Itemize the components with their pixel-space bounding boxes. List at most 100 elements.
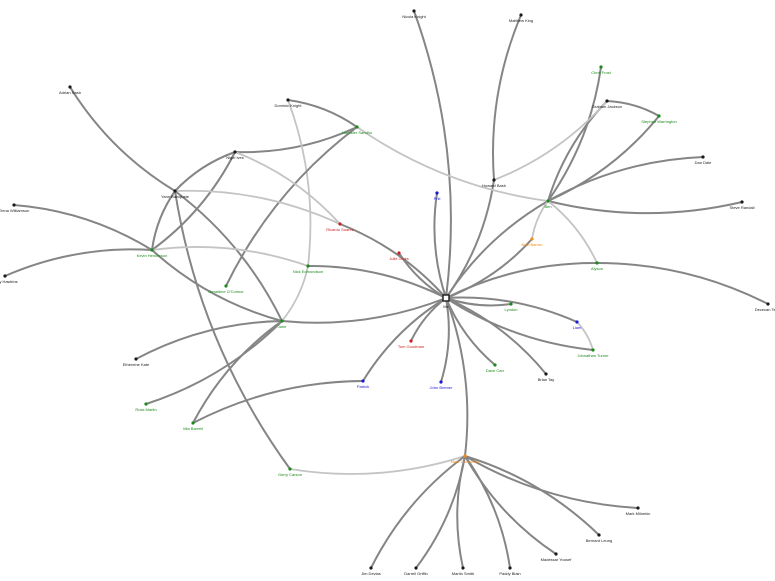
node-dot[interactable] [463, 454, 467, 458]
node-dot[interactable] [766, 302, 770, 306]
node-dot[interactable] [544, 372, 548, 376]
node-dot[interactable] [306, 264, 310, 268]
node-jim[interactable]: Jim Devlas [361, 566, 381, 576]
node-label: Nicola Knight [402, 14, 426, 19]
node-patrick[interactable]: Patrick [357, 379, 369, 389]
node-dot[interactable] [740, 200, 744, 204]
node-dot[interactable] [591, 348, 595, 352]
node-jane[interactable]: Jane [278, 319, 287, 329]
node-graham[interactable]: Graham Jackson [592, 99, 622, 109]
node-bernard[interactable]: Bernard Leung [586, 533, 612, 543]
node-dot[interactable] [509, 302, 513, 306]
node-brian[interactable]: Brian Tay [538, 372, 555, 382]
node-nick[interactable]: Nick Edmondson [293, 264, 323, 274]
node-dot[interactable] [605, 99, 609, 103]
node-steve[interactable]: Steve Randall [730, 200, 755, 210]
node-johnathan[interactable]: Johnathan Turner [577, 348, 609, 358]
node-dot[interactable] [191, 421, 195, 425]
node-julie[interactable]: Julie Jacks [389, 251, 409, 261]
node-dot[interactable] [657, 114, 661, 118]
edge-me-ben [445, 200, 549, 299]
node-dot[interactable] [144, 402, 148, 406]
node-dot[interactable] [508, 566, 512, 570]
node-martin[interactable]: Martin Smith [452, 566, 474, 576]
node-dot[interactable] [461, 566, 465, 570]
edge-ben-niall [531, 200, 549, 240]
node-dot[interactable] [288, 467, 292, 471]
node-square-marker[interactable] [442, 294, 450, 302]
node-dot[interactable] [599, 65, 603, 69]
node-mark2[interactable]: Mark Milnekin [626, 506, 651, 516]
node-niall[interactable]: Niall Barron [522, 237, 543, 247]
node-dot[interactable] [361, 379, 365, 383]
node-dot[interactable] [68, 85, 72, 89]
node-dot[interactable] [595, 261, 599, 265]
node-dot[interactable] [355, 125, 359, 129]
node-dot[interactable] [280, 319, 284, 323]
node-ben[interactable]: Ben [544, 199, 552, 209]
node-dot[interactable] [224, 284, 228, 288]
node-lyndon[interactable]: Lyndon [505, 302, 518, 312]
node-dot[interactable] [530, 237, 534, 241]
node-dot[interactable] [414, 566, 418, 570]
node-geraldine[interactable]: Geraldine O'Connor [208, 284, 244, 294]
node-herinder[interactable]: Harinder Sandhu [342, 125, 372, 135]
node-dot[interactable] [636, 506, 640, 510]
node-dot[interactable] [412, 9, 416, 13]
node-paddy[interactable]: Paddy Blain [499, 566, 521, 576]
node-dot[interactable] [369, 566, 373, 570]
node-dot[interactable] [493, 363, 497, 367]
node-dot[interactable] [173, 189, 177, 193]
node-kevin[interactable]: Kevin Henderson [137, 248, 168, 258]
node-ethereine[interactable]: Ethereine Kate [123, 357, 150, 367]
node-andy[interactable]: Andy Hawkins [0, 274, 18, 284]
node-john[interactable]: John Bremer [430, 380, 454, 390]
node-dot[interactable] [286, 98, 290, 102]
node-dot[interactable] [233, 150, 237, 154]
node-tom[interactable]: Tom Goodman [398, 339, 424, 349]
node-adrian[interactable]: Adrian Nash [59, 85, 81, 95]
node-dot[interactable] [597, 533, 601, 537]
edge-mark-madessar [464, 455, 557, 555]
node-dot[interactable] [435, 191, 439, 195]
node-dot[interactable] [3, 274, 7, 278]
node-liam[interactable]: Liam [573, 320, 582, 330]
node-alyson[interactable]: Alyson [591, 261, 603, 271]
node-dot[interactable] [12, 203, 16, 207]
node-yann[interactable]: Yann Bandjuste [161, 189, 190, 199]
node-dave[interactable]: Dave Carr [486, 363, 505, 373]
node-dan[interactable]: Dan Dale [695, 155, 712, 165]
node-dot[interactable] [338, 222, 342, 226]
node-chris[interactable]: Chris Frost [591, 65, 612, 75]
node-howard[interactable]: Howard Bash [482, 178, 506, 188]
node-nigel[interactable]: Nigel Ives [226, 150, 244, 160]
node-elena[interactable]: Elena Williamson [0, 203, 29, 213]
node-darrell[interactable]: Darrell Griffin [404, 566, 428, 576]
node-me[interactable]: Me [442, 294, 450, 309]
node-nicola[interactable]: Nicola Knight [402, 9, 427, 19]
node-dot[interactable] [554, 552, 558, 556]
node-ricardo[interactable]: Ricardo Suarez [326, 222, 354, 232]
node-dominic[interactable]: Dominic Knight [275, 98, 303, 108]
node-madessar[interactable]: Madessar Yousef [541, 552, 573, 562]
node-russ[interactable]: Russ Martin [135, 402, 157, 412]
node-phil[interactable]: Phil [434, 191, 441, 201]
node-gerry[interactable]: Gerry Carson [278, 467, 302, 477]
edge-herinder-ben [356, 126, 549, 202]
node-dot[interactable] [519, 13, 523, 17]
node-mark[interactable]: Mark Thompson [451, 454, 480, 464]
node-dot[interactable] [134, 357, 138, 361]
node-dot[interactable] [397, 251, 401, 255]
node-dot[interactable] [575, 320, 579, 324]
node-dot[interactable] [439, 380, 443, 384]
edge-mark-darrell [415, 455, 466, 569]
node-dot[interactable] [492, 178, 496, 182]
node-dot[interactable] [701, 155, 705, 159]
node-dot[interactable] [150, 248, 154, 252]
node-dececan[interactable]: Dececan Tebet [755, 302, 775, 312]
node-dot[interactable] [409, 339, 413, 343]
node-dot[interactable] [546, 199, 550, 203]
node-matthew[interactable]: Matthew King [509, 13, 533, 23]
node-mia[interactable]: Mia Barrett [183, 421, 204, 431]
node-stephen[interactable]: Stephen Warrington [641, 114, 677, 124]
